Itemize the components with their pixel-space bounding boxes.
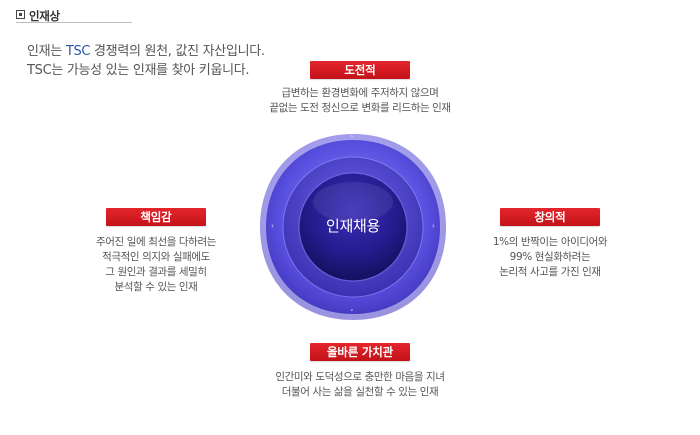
intro-line-2: TSC는 가능성 있는 인재를 찾아 키웁니다. — [27, 63, 250, 78]
value-badge-challenging: 도전적 — [310, 61, 410, 79]
value-badge-values: 올바른 가치관 — [310, 343, 410, 361]
value-badge-creative: 창의적 — [500, 208, 600, 226]
arrow-down-icon: ˅ — [350, 309, 354, 317]
arrow-up-icon: ˄ — [350, 135, 354, 143]
intro-text: 인재는 TSC 경쟁력의 원천, 값진 자산입니다. TSC는 가능성 있는 인… — [27, 42, 265, 80]
arrow-left-icon: ‹ — [271, 222, 274, 230]
intro-line-1: 인재는 TSC 경쟁력의 원천, 값진 자산입니다. — [27, 44, 265, 59]
section-header: 인재상 — [16, 8, 132, 24]
value-badge-responsibility: 책임감 — [106, 208, 206, 226]
value-desc-responsibility: 주어진 일에 최선을 다하려는 적극적인 의지와 실패에도 그 원인과 결과를 … — [96, 236, 216, 293]
talent-diagram: 인재채용 ˄ ˅ ‹ › — [258, 132, 448, 322]
talent-diagram-graphic — [260, 134, 446, 320]
arrow-right-icon: › — [432, 222, 435, 230]
value-desc-creative: 1%의 반짝이는 아이디어와 99% 현실화하려는 논리적 사고를 가진 인재 — [492, 236, 608, 278]
section-title: 인재상 — [29, 9, 60, 23]
value-desc-values: 인간미와 도덕성으로 충만한 마음을 지녀 더불어 사는 삶을 실천할 수 있는… — [275, 371, 445, 398]
center-label: 인재채용 — [325, 217, 380, 235]
section-divider — [16, 22, 132, 23]
brand-name: TSC — [65, 44, 91, 59]
value-desc-challenging: 급변하는 환경변화에 주저하지 않으며 끝없는 도전 정신으로 변화를 리드하는… — [269, 87, 451, 114]
square-bullet-icon — [16, 10, 25, 19]
